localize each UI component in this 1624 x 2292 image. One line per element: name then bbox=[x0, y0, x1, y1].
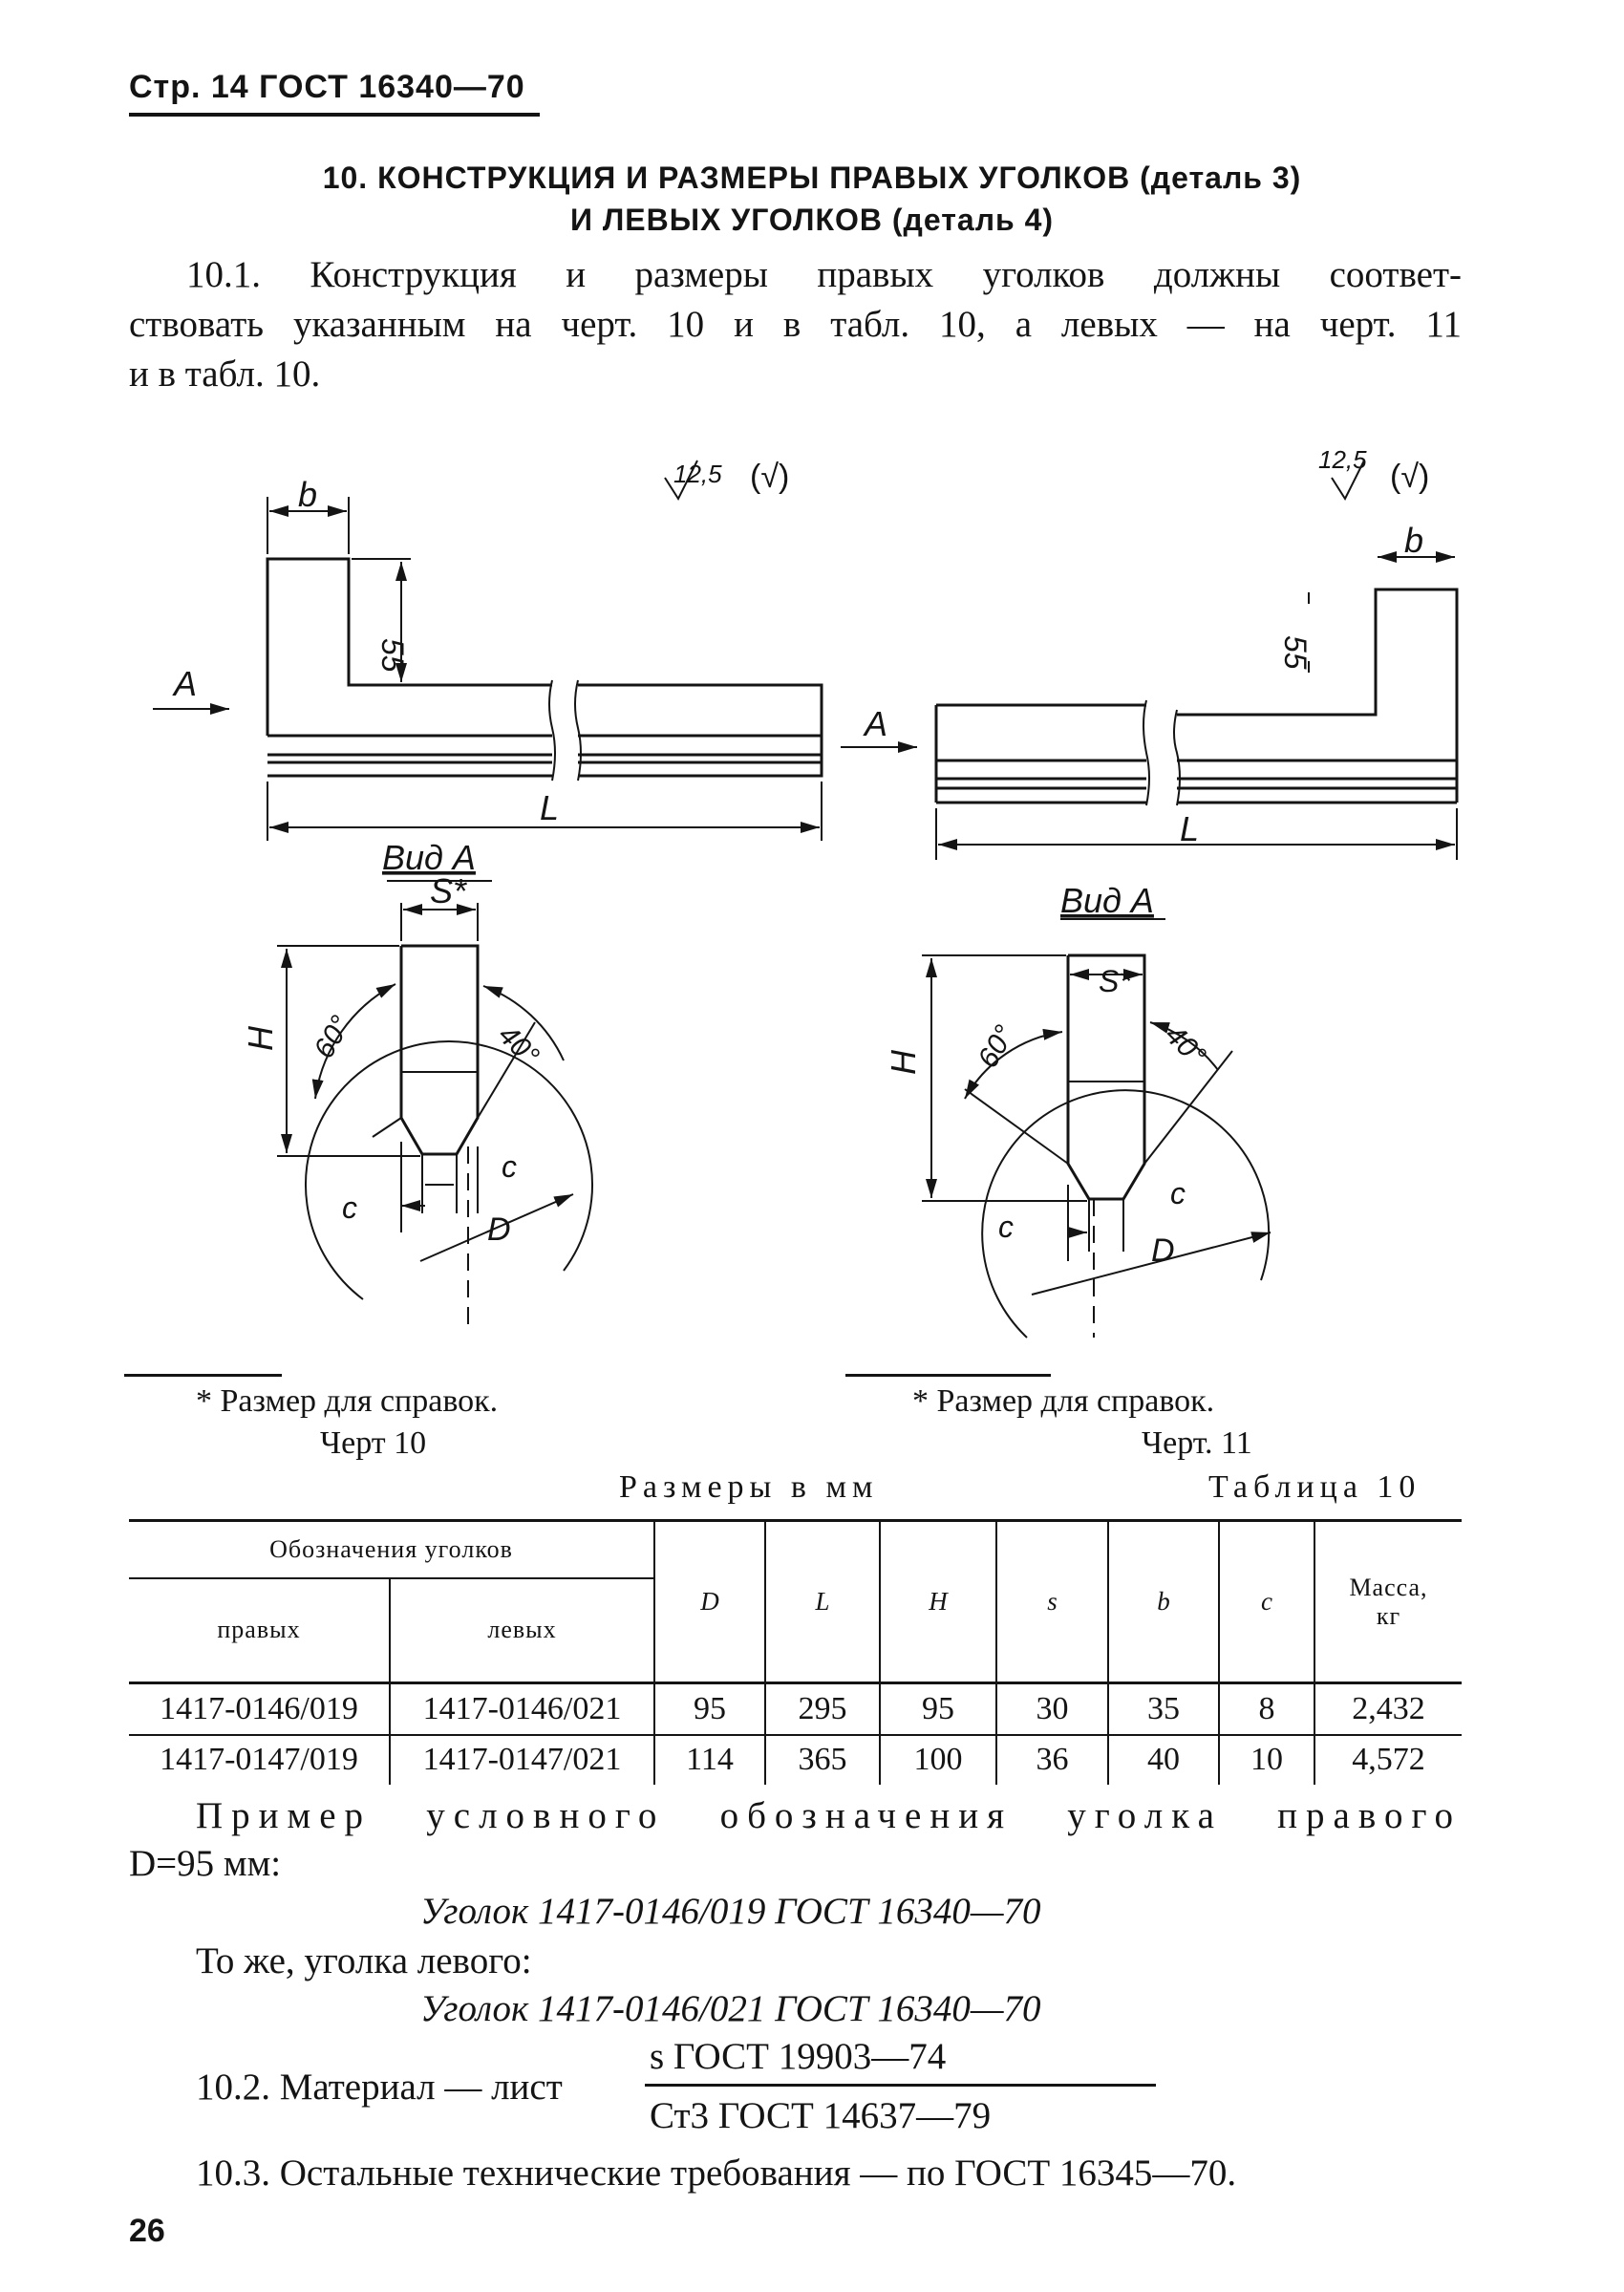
drawing-right-roughness: 12,5 bbox=[673, 460, 722, 488]
table-cell-right: 1417-0146/019 bbox=[129, 1682, 391, 1736]
table-col-left: левых bbox=[390, 1577, 655, 1684]
drawing-right-dim-s: S* bbox=[430, 871, 467, 910]
drawing-right-dim-h: H bbox=[241, 1025, 280, 1051]
drawing-right-view-title: Вид А bbox=[382, 838, 476, 877]
table-group-header: Обозначения уголков bbox=[129, 1519, 655, 1579]
table-cell-s: 30 bbox=[996, 1682, 1109, 1736]
para-10-2-prefix: 10.2. Материал — лист bbox=[196, 2067, 563, 2108]
table-cell-mass: 4,572 bbox=[1352, 1742, 1425, 1777]
table-col-b: b bbox=[1108, 1519, 1220, 1684]
drawing-left-view-arrow: A bbox=[863, 704, 887, 743]
drawing-left-dim-c-left: c bbox=[998, 1210, 1014, 1244]
header-rule bbox=[129, 113, 540, 117]
table-cell-l: 295 bbox=[765, 1682, 881, 1736]
table-cell-d: 114 bbox=[654, 1734, 766, 1785]
table-cell-left: 1417-0147/021 bbox=[390, 1734, 655, 1785]
example-designation-right: Уголок 1417-0146/019 ГОСТ 16340—70 bbox=[420, 1891, 1041, 1932]
drawing-left-roughness: 12,5 bbox=[1318, 445, 1367, 474]
drawing-left-angle-60: 60° bbox=[972, 1020, 1020, 1074]
drawing-left-dim-b: b bbox=[1404, 521, 1423, 560]
example-designation-left: Уголок 1417-0146/021 ГОСТ 16340—70 bbox=[420, 1988, 1041, 2029]
table-row: 1417-0146/019 1417-0146/021 95 295 95 30… bbox=[129, 1682, 1462, 1736]
table-cell-c: 10 bbox=[1219, 1734, 1315, 1785]
page-header: Стр. 14 ГОСТ 16340—70 bbox=[129, 69, 525, 105]
drawing-right-view-a bbox=[277, 880, 593, 1328]
table-cell-left: 1417-0146/021 bbox=[390, 1682, 655, 1736]
drawing-right-dim-d: D bbox=[487, 1211, 511, 1248]
drawing-left-front-view bbox=[841, 460, 1459, 860]
table-col-mass: Масса, кг bbox=[1314, 1519, 1462, 1684]
drawing-right-view-arrow: A bbox=[172, 664, 197, 703]
drawing-right-angle-60: 60° bbox=[308, 1011, 356, 1064]
drawing-left-view-title: Вид А bbox=[1060, 881, 1154, 920]
table-cell-mass: 2,432 bbox=[1314, 1682, 1462, 1736]
table-cell-right: 1417-0147/019 bbox=[129, 1734, 391, 1785]
table-caption: Таблица 10 bbox=[1208, 1469, 1421, 1505]
drawing-right-dim-c-right: c bbox=[502, 1149, 517, 1184]
fraction-bar bbox=[645, 2084, 1156, 2087]
table-cell-s: 36 bbox=[996, 1734, 1109, 1785]
para-10-2-numerator: s ГОСТ 19903—74 bbox=[650, 2036, 947, 2077]
drawing-left-angle-40: 40° bbox=[1159, 1019, 1211, 1072]
table-col-right: правых bbox=[129, 1577, 391, 1684]
table-col-c: c bbox=[1219, 1519, 1315, 1684]
table-cell-h: 95 bbox=[880, 1682, 997, 1736]
drawing-right-dim-b: b bbox=[298, 475, 317, 514]
drawing-left-roughness-paren: (√) bbox=[1390, 459, 1429, 495]
para-10-1-line3: и в табл. 10. bbox=[129, 353, 321, 395]
drawing-right-roughness-paren: (√) bbox=[750, 459, 789, 495]
section-title-line2: И ЛЕВЫХ УГОЛКОВ (деталь 4) bbox=[569, 203, 1055, 237]
drawing-right-front-view bbox=[153, 460, 823, 841]
drawing-left-dim-s: S* bbox=[1099, 964, 1132, 998]
table-row: 1417-0147/019 1417-0147/021 114 365 100 … bbox=[129, 1734, 1462, 1785]
left-note-rule bbox=[124, 1374, 282, 1377]
para-10-2-denominator: Ст3 ГОСТ 14637—79 bbox=[650, 2095, 992, 2136]
table-cell-c: 8 bbox=[1219, 1682, 1315, 1736]
table-cell-b: 40 bbox=[1108, 1734, 1220, 1785]
para-10-1-line1: 10.1. Конструкция и размеры правых уголк… bbox=[186, 254, 1462, 295]
drawing-right-angle-40: 40° bbox=[492, 1019, 545, 1072]
drawing-left-dim-l: L bbox=[1180, 809, 1199, 848]
table-col-l: L bbox=[765, 1519, 881, 1684]
example-line2: D=95 мм: bbox=[129, 1843, 282, 1884]
right-caption: Черт. 11 bbox=[1142, 1425, 1252, 1461]
drawing-left-dim-h: H bbox=[884, 1049, 923, 1075]
technical-drawings: 12,5 (√) b 55 A L Вид А S* H 60° 40° c c… bbox=[153, 445, 1459, 1339]
dimensions-table: Обозначения уголков D L H s b c Масса, к… bbox=[129, 1519, 1462, 1785]
example-line1: Пример условного обозначения уголка прав… bbox=[196, 1795, 1462, 1836]
drawing-right-dim-55: 55 bbox=[375, 638, 410, 673]
table-cell-b: 35 bbox=[1108, 1682, 1220, 1736]
table-col-d: D bbox=[654, 1519, 766, 1684]
drawing-left-dim-55: 55 bbox=[1278, 635, 1313, 670]
para-10-1-line2: ствовать указанным на черт. 10 и в табл.… bbox=[129, 304, 1462, 345]
section-title-line1: 10. КОНСТРУКЦИЯ И РАЗМЕРЫ ПРАВЫХ УГОЛКОВ… bbox=[322, 161, 1302, 195]
right-note-rule bbox=[845, 1374, 1051, 1377]
drawing-left-view-a bbox=[922, 918, 1271, 1339]
drawing-left-dim-d: D bbox=[1151, 1232, 1175, 1269]
left-caption: Черт 10 bbox=[320, 1425, 427, 1461]
table-cell-d: 95 bbox=[654, 1682, 766, 1736]
drawing-right-dim-c-left: c bbox=[342, 1190, 357, 1225]
table-cell-l: 365 bbox=[765, 1734, 881, 1785]
table-col-s: s bbox=[996, 1519, 1109, 1684]
left-note: * Размер для справок. bbox=[196, 1383, 499, 1419]
para-10-3: 10.3. Остальные технические требования —… bbox=[196, 2153, 1237, 2194]
table-col-h: H bbox=[880, 1519, 997, 1684]
drawing-right-dim-l: L bbox=[540, 788, 559, 827]
page-number: 26 bbox=[129, 2213, 165, 2249]
drawing-left-dim-c-right: c bbox=[1170, 1176, 1186, 1210]
table-units-caption: Размеры в мм bbox=[619, 1469, 879, 1505]
right-note: * Размер для справок. bbox=[912, 1383, 1215, 1419]
example-same-left: То же, уголка левого: bbox=[196, 1940, 532, 1981]
table-cell-h: 100 bbox=[880, 1734, 997, 1785]
